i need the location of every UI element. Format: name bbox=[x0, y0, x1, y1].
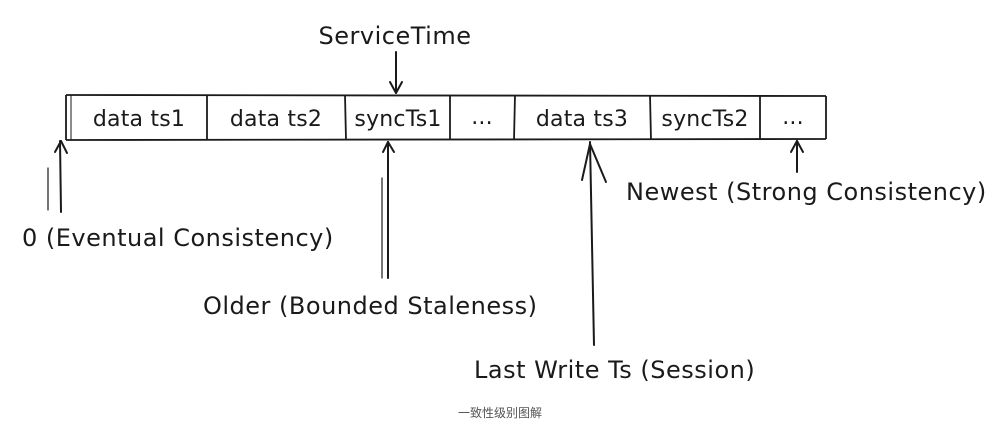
cell-ellipsis-2: ... bbox=[782, 105, 804, 130]
strong-consistency-label: Newest (Strong Consistency) bbox=[626, 178, 987, 206]
timeline bbox=[65, 94, 827, 141]
strong-arrow bbox=[790, 140, 804, 173]
bounded-staleness-label: Older (Bounded Staleness) bbox=[203, 292, 537, 320]
bounded-arrow bbox=[381, 141, 395, 279]
figure-caption: 一致性级别图解 bbox=[457, 406, 542, 420]
service-time-label: ServiceTime bbox=[319, 22, 472, 50]
session-label: Last Write Ts (Session) bbox=[474, 356, 755, 384]
cell-data-ts2: data ts2 bbox=[230, 107, 322, 132]
eventual-consistency-label: 0 (Eventual Consistency) bbox=[22, 224, 334, 252]
service-time-arrow bbox=[389, 51, 403, 94]
cell-data-ts3: data ts3 bbox=[536, 107, 628, 132]
cell-sync-ts2: syncTs2 bbox=[661, 107, 748, 132]
cell-ellipsis-1: ... bbox=[471, 105, 493, 130]
session-arrow bbox=[581, 141, 607, 346]
cell-data-ts1: data ts1 bbox=[93, 107, 185, 132]
eventual-arrow bbox=[47, 140, 68, 213]
cell-sync-ts1: syncTs1 bbox=[354, 107, 441, 132]
